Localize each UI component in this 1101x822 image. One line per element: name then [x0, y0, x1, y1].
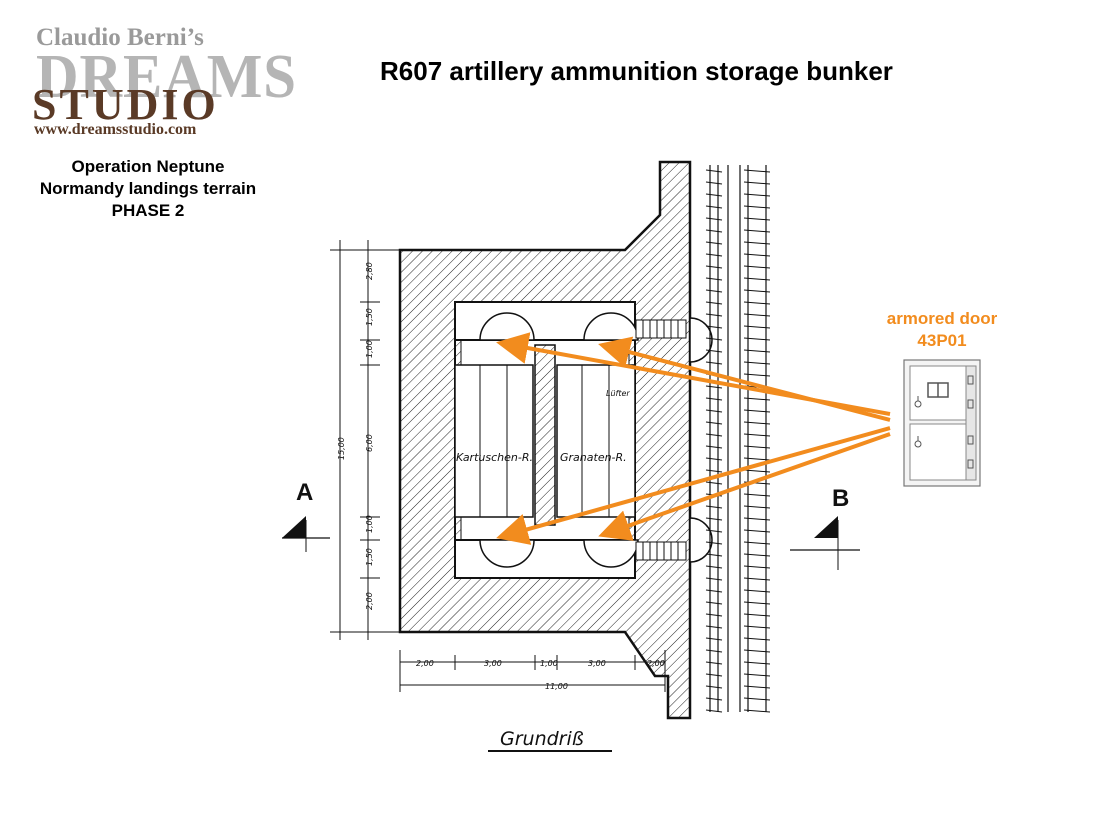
- section-b-letter: B: [832, 485, 849, 512]
- section-marker-a: A: [282, 479, 330, 552]
- door-label-line-1: armored door: [886, 309, 998, 328]
- subtitle-line-3: PHASE 2: [111, 201, 185, 220]
- subtitle-line-1: Operation Neptune: [71, 157, 225, 176]
- callout-arrow-3: [496, 426, 891, 545]
- subtitle-block: Operation Neptune Normandy landings terr…: [10, 156, 286, 222]
- dreams-studio-logo: Claudio Berni’s DREAMS STUDIO www.dreams…: [14, 18, 296, 143]
- dim-v-7: 2,00: [365, 592, 374, 610]
- dim-h-2: 3,00: [484, 659, 502, 668]
- trench-wall: [709, 165, 767, 712]
- dim-v-1: 2,80: [365, 262, 374, 280]
- room-granaten: [556, 364, 636, 518]
- room-left-label: Kartuschen-R.: [456, 451, 533, 464]
- dim-v-3: 1,00: [365, 340, 374, 358]
- dim-v-5: 1,00: [365, 515, 374, 533]
- dim-h-total: 11,00: [545, 682, 568, 691]
- page-title: R607 artillery ammunition storage bunker: [380, 56, 893, 86]
- callout-arrow-2: [598, 336, 891, 422]
- horizontal-dimensions: [399, 650, 666, 692]
- vent-label: Lüfter: [606, 389, 630, 398]
- section-a-letter: A: [296, 479, 313, 506]
- dim-v-4: 6,00: [365, 434, 374, 452]
- vertical-dimensions: [330, 240, 400, 640]
- subtitle-line-2: Normandy landings terrain: [39, 179, 257, 198]
- door-label-line-2: 43P01: [917, 331, 967, 350]
- logo-studio: STUDIO: [32, 80, 219, 129]
- stairs-top: [635, 319, 687, 339]
- dim-h-4: 3,00: [588, 659, 606, 668]
- dim-h-3: 1,00: [540, 659, 558, 668]
- armored-door-label: armored door 43P01: [864, 308, 1020, 352]
- plan-caption: Grundriß: [500, 728, 584, 750]
- room-kartuschen: [454, 364, 534, 518]
- dim-h-5: 2,00: [647, 659, 665, 668]
- callout-arrow-4: [598, 432, 891, 541]
- room-right-label: Granaten-R.: [560, 451, 627, 464]
- logo-author: Claudio Berni’s: [36, 24, 204, 51]
- trench-wall-ticks: [705, 169, 771, 713]
- stairs-bottom: [635, 541, 687, 561]
- door-arcs: [479, 312, 713, 568]
- dim-v-2: 1,50: [365, 308, 374, 326]
- logo-dreams: DREAMS: [36, 43, 297, 111]
- armored-door-illustration: [903, 359, 981, 487]
- section-marker-b: B: [790, 485, 860, 570]
- dim-v-6: 1,50: [365, 548, 374, 566]
- dim-v-total: 15,00: [337, 437, 346, 460]
- door-callout-arrows: [496, 332, 891, 545]
- dim-h-1: 2,00: [416, 659, 434, 668]
- logo-url: www.dreamsstudio.com: [34, 121, 197, 138]
- central-wall: [534, 344, 556, 526]
